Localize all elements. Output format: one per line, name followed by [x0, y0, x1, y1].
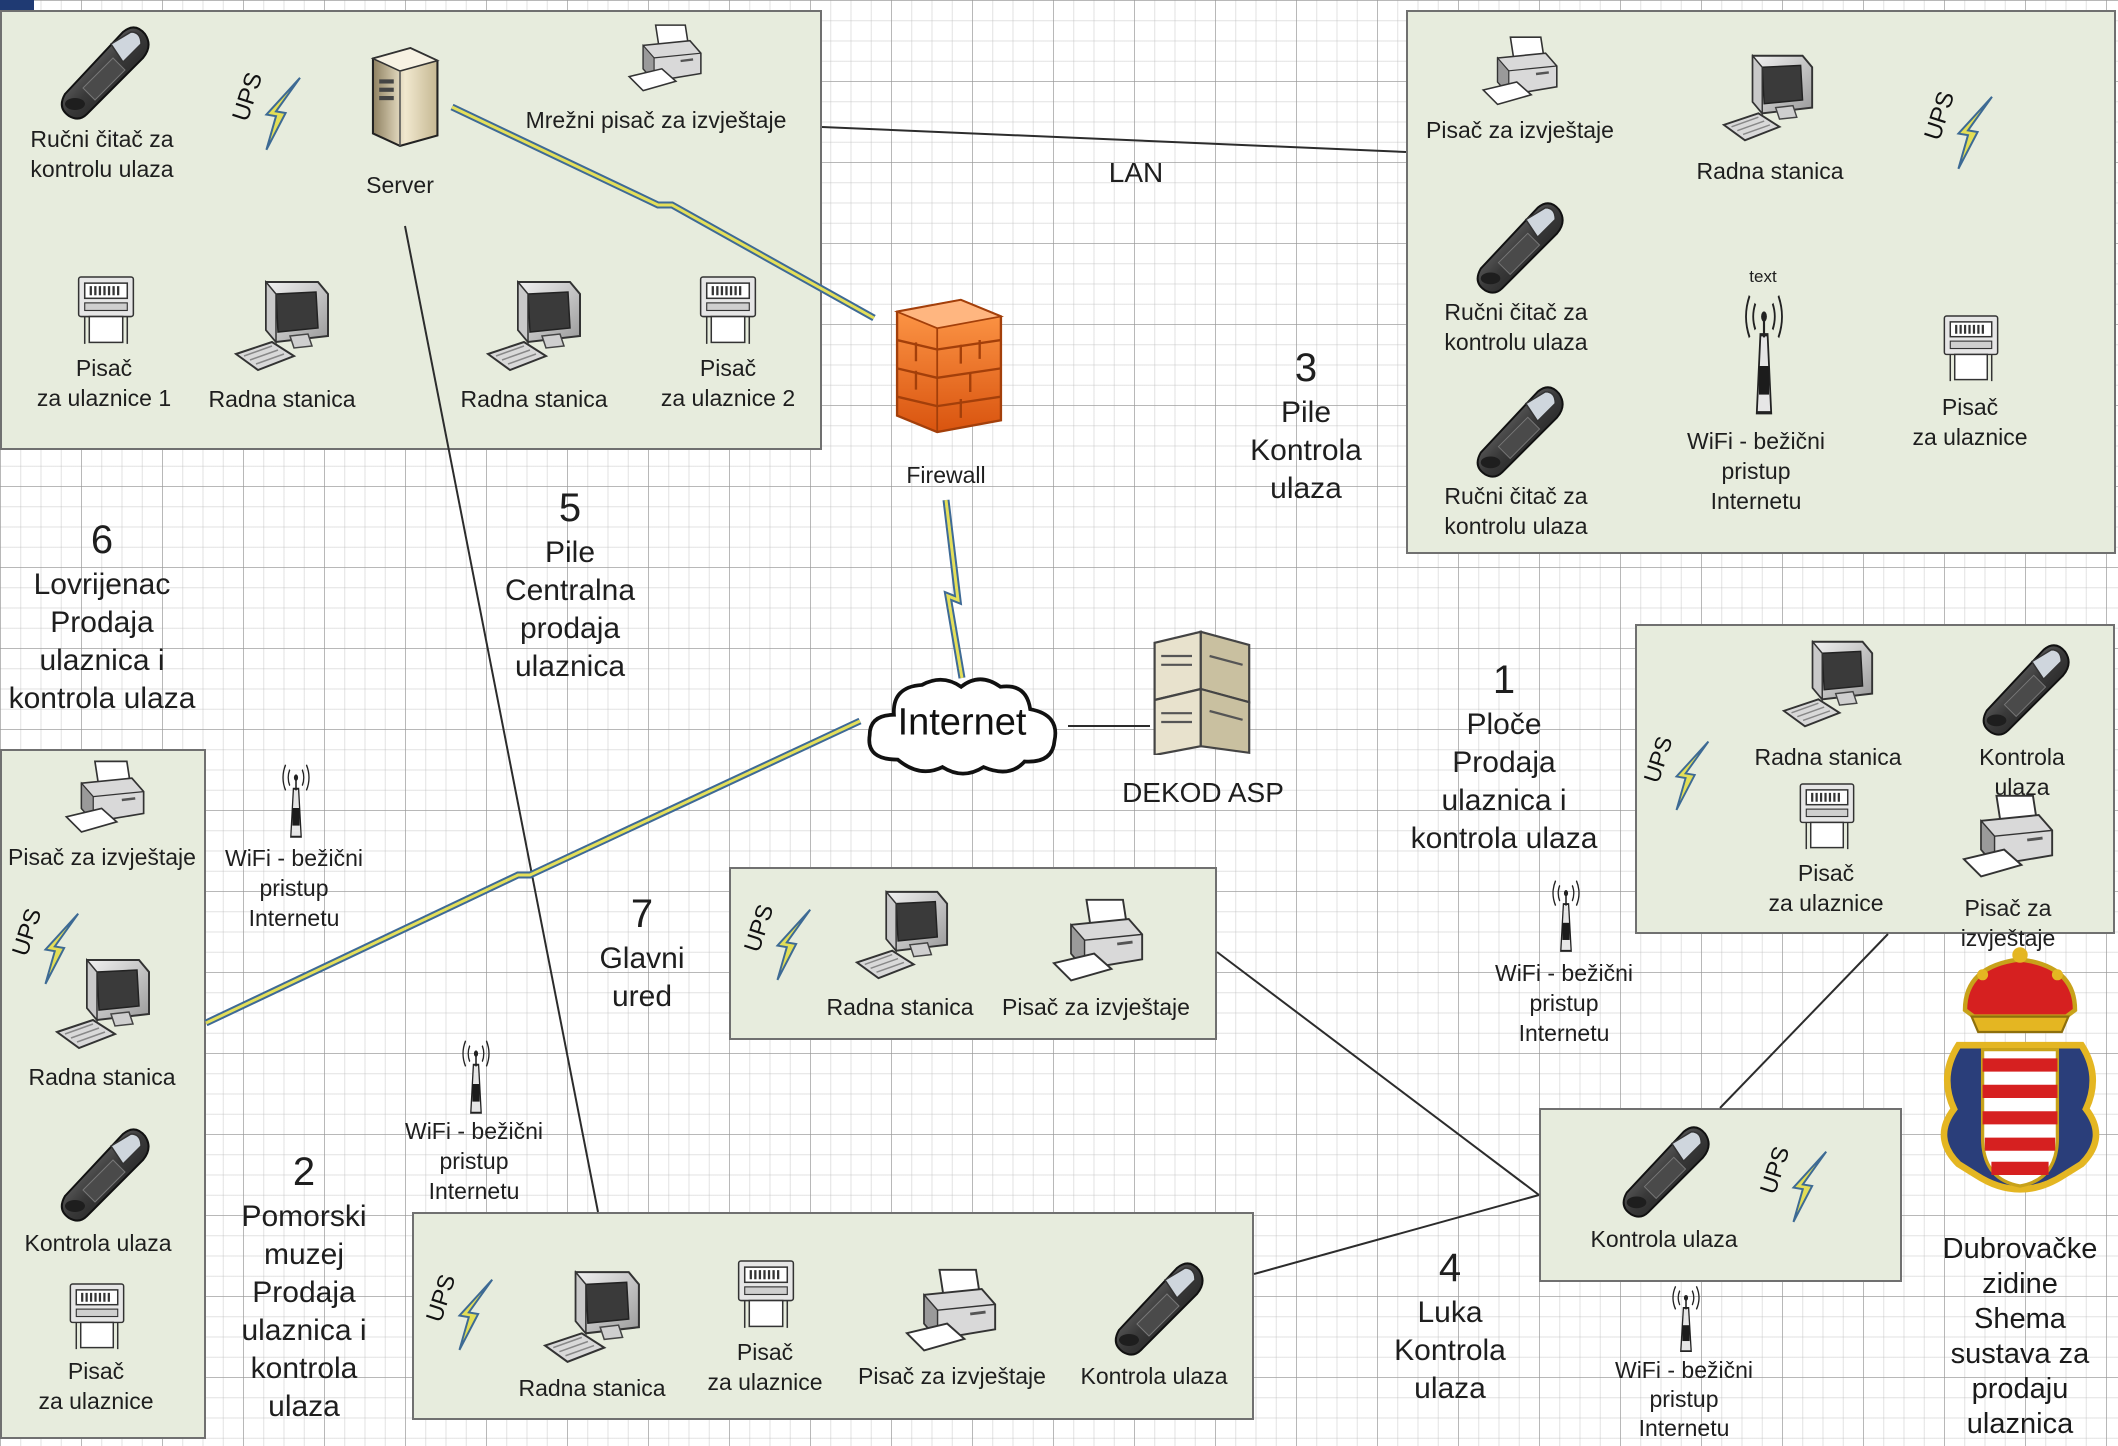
dekod-label: DEKOD ASP: [1122, 777, 1284, 808]
workstation-label: Radna stanica: [28, 1064, 176, 1090]
ticket-printer-label: Pisač za ulaznice: [38, 1358, 154, 1414]
ticket-printer-icon: [68, 274, 144, 350]
workstation-label: Radna stanica: [826, 994, 974, 1020]
wifi-label: WiFi - bežični pristup Internetu: [224, 845, 364, 931]
ticket-printer-icon: [1934, 312, 2008, 388]
printer-icon: [1476, 34, 1564, 114]
workstation-icon: [48, 954, 158, 1054]
entry-control-label: Kontrola ulaza: [1080, 1363, 1228, 1389]
printer-icon: [620, 22, 710, 100]
coat-of-arms-icon: [1932, 944, 2108, 1208]
workstation-label: Radna stanica: [1696, 158, 1844, 184]
server-label: Server: [366, 172, 434, 198]
workstation-icon: [848, 886, 956, 984]
report-printer-label: Pisač za izvještaje: [1002, 994, 1190, 1020]
workstation-icon: [480, 276, 588, 376]
lan-label: LAN: [1108, 157, 1164, 188]
server-rack-icon: [1148, 606, 1258, 772]
ticket-printer-1-label: Pisač za ulaznice 1: [36, 355, 172, 411]
server-to-museum-link: [404, 225, 599, 1213]
workstation-label: Radna stanica: [208, 386, 356, 412]
ticket-printer-icon: [728, 1258, 804, 1334]
workstation-icon: [1716, 50, 1820, 146]
ticket-printer-icon: [1790, 780, 1864, 856]
printer-icon: [1046, 896, 1150, 992]
ups-icon: [1756, 1136, 1834, 1236]
firewall-icon: [890, 276, 1008, 456]
reader-label: Ručni čitač za kontrolu ulaza: [1444, 483, 1588, 539]
printer-icon: [1956, 792, 2060, 888]
report-printer-label: Pisač za izvještaje: [1960, 895, 2056, 951]
workstation-icon: [228, 276, 336, 376]
ticket-printer-label: Pisač za ulaznice: [1768, 860, 1884, 916]
entry-control-label: Kontrola ulaza: [24, 1230, 172, 1256]
wifi-label: WiFi - bežični pristup Internetu: [1494, 960, 1634, 1046]
office-to-luka-link: [1216, 951, 1540, 1196]
ticket-printer-icon: [690, 274, 766, 350]
wireless-links: [204, 103, 966, 1027]
ups-icon: [1640, 726, 1716, 824]
server-icon: [348, 36, 452, 156]
ticket-printer-2-label: Pisač za ulaznice 2: [660, 355, 796, 411]
wifi-label: WiFi - bežični pristup Internetu: [1686, 428, 1826, 514]
printer-icon: [898, 1266, 1004, 1362]
workstation-icon: [536, 1266, 648, 1368]
museum-to-luka-link: [1253, 1194, 1540, 1275]
wifi-label: WiFi - bežični pristup Internetu: [404, 1118, 544, 1204]
zone-2-maritime-museum: [412, 1212, 1254, 1420]
workstation-label: Radna stanica: [460, 386, 608, 412]
report-printer-label: Pisač za izvještaje: [1426, 117, 1614, 143]
ups-icon: [422, 1264, 500, 1364]
text-tag: text: [1749, 267, 1777, 286]
ups-icon: [740, 896, 818, 992]
corner-marker: [0, 0, 34, 10]
report-printer-label: Pisač za izvještaje: [858, 1363, 1046, 1389]
firewall-label: Firewall: [906, 462, 986, 488]
report-printer-label: Pisač za izvještaje: [8, 844, 196, 870]
workstation-label: Radna stanica: [1754, 744, 1902, 770]
reader-icon: [1972, 640, 2076, 738]
net-printer-label: Mrežni pisač za izvještaje: [525, 107, 787, 133]
wifi-icon: [450, 1036, 502, 1116]
reader-icon: [1612, 1122, 1716, 1220]
wifi-icon: [1540, 876, 1592, 954]
diagram-legend: Dubrovačke zidine Shema sustava za proda…: [1942, 1233, 2098, 1440]
ups-icon: [228, 60, 308, 166]
workstation-icon: [1776, 636, 1880, 732]
wifi-icon: [1660, 1282, 1712, 1354]
wifi-icon: [1728, 288, 1800, 418]
reader-icon: [50, 1124, 156, 1224]
reader-icon: [1466, 382, 1570, 480]
reader-label: Ručni čitač za kontrolu ulaza: [1444, 299, 1588, 355]
reader-icon: [1466, 198, 1570, 296]
lan-link: [821, 126, 1407, 153]
reader-icon: [1104, 1258, 1210, 1358]
wifi-icon: [270, 760, 322, 840]
ticket-printer-icon: [60, 1280, 134, 1356]
ups-icon: [1920, 80, 2000, 184]
entry-control-label: Kontrola ulaza: [1590, 1226, 1738, 1252]
internet-label: Internet: [897, 701, 1027, 744]
reader-icon: [50, 22, 156, 122]
zone-4-luka: [1539, 1108, 1902, 1282]
ticket-printer-label: Pisač za ulaznice: [1912, 394, 2028, 450]
workstation-label: Radna stanica: [518, 1375, 666, 1401]
reader-label: Ručni čitač za kontrolu ulaza: [30, 126, 174, 182]
ticket-printer-label: Pisač za ulaznice: [707, 1339, 823, 1395]
printer-icon: [58, 758, 152, 842]
luka-to-ploce-link: [1719, 933, 1889, 1109]
wifi-label: WiFi - bežični pristup Internetu: [1614, 1357, 1754, 1441]
